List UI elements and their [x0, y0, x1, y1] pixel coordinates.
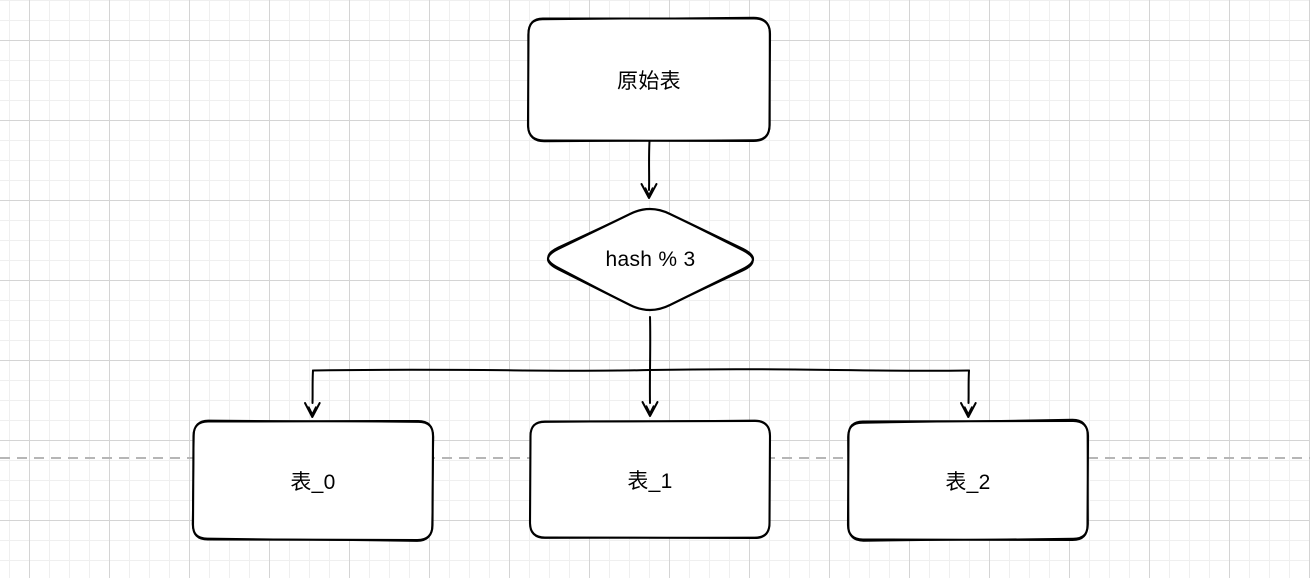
edge-hash-to-table-0[interactable] — [304, 369, 321, 418]
arrowhead-down-icon — [960, 402, 977, 418]
node-table-2-label[interactable]: 表_2 — [945, 470, 991, 494]
arrowhead-down-icon — [641, 401, 659, 417]
arrowhead-down-icon — [640, 183, 658, 199]
node-table-1-label[interactable]: 表_1 — [627, 469, 673, 493]
edge-hash-to-table-2[interactable] — [960, 369, 977, 418]
edge-source-to-hash[interactable] — [640, 140, 658, 199]
node-hash-label[interactable]: hash % 3 — [605, 247, 696, 271]
edge-hash-to-table-1[interactable] — [641, 316, 659, 417]
node-table-0-label[interactable]: 表_0 — [290, 470, 336, 494]
arrowhead-down-icon — [304, 402, 321, 418]
edge-hash-branch-horizontal[interactable] — [312, 368, 970, 372]
node-source-label[interactable]: 原始表 — [617, 69, 681, 93]
